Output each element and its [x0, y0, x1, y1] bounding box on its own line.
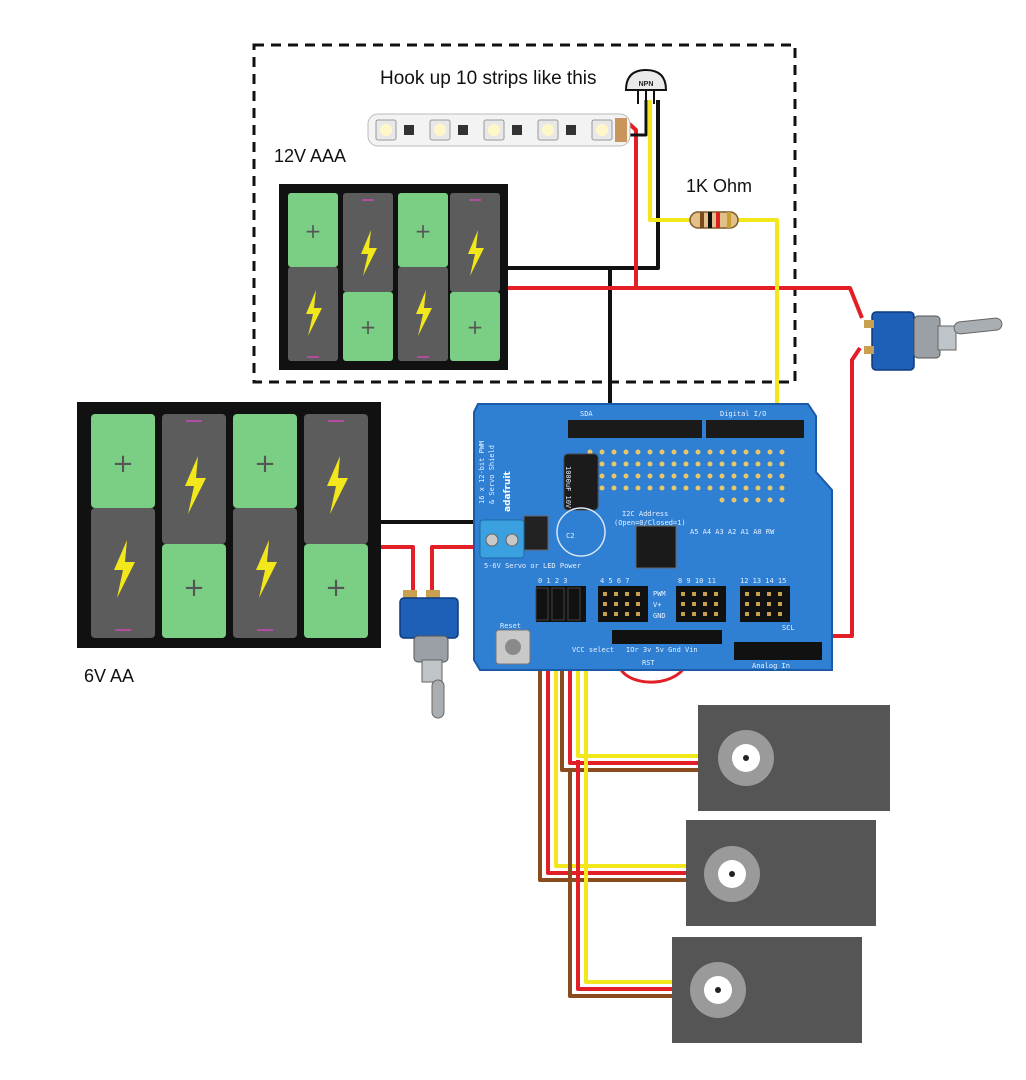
battery-cell: + [288, 193, 338, 361]
battery-cell: + [450, 193, 500, 361]
battery-cell: + [233, 414, 297, 638]
reset-label: Reset [500, 622, 521, 630]
regulator [523, 515, 549, 551]
channel-group-4-label: 12 13 14 15 [740, 577, 786, 585]
servo-power-label: 5-6V Servo or LED Power [484, 562, 581, 570]
board-title-line1: 16 x 12-bit PWM [478, 441, 486, 504]
pwm-label: PWM [653, 590, 666, 598]
servo-cable-2 [538, 620, 686, 882]
battery-6v-label: 6V AA [84, 666, 135, 686]
svg-text:+: + [360, 315, 377, 339]
npn-label: NPN [639, 81, 654, 88]
capacitor [556, 453, 606, 557]
strips-note-label: Hook up 10 strips like this [380, 68, 597, 89]
power-terminal [479, 519, 525, 559]
top-header [568, 420, 804, 438]
svg-text:+: + [254, 449, 276, 479]
channel-group-3-label: 8 9 10 11 [678, 577, 716, 585]
battery-pack-12v: + + + + [279, 184, 508, 370]
wire-yellow-resistor [738, 218, 779, 430]
address-pins-label: A5 A4 A3 A2 A1 A0 RW [690, 528, 775, 536]
dashed-group-box [252, 43, 797, 384]
reset-button[interactable] [495, 629, 531, 665]
led-chip [483, 119, 505, 141]
digital-io-label: Digital I/O [720, 410, 766, 418]
battery-cell: + [162, 414, 226, 638]
capacitor-label: 1000uF 10V [564, 466, 572, 509]
battery-pack-6v: + + + + [77, 402, 381, 648]
wire-red-strip [623, 118, 638, 288]
vplus-label: V+ [653, 601, 661, 609]
battery-cell: + [91, 414, 155, 638]
scl-label: SCL [782, 624, 795, 632]
servo-shield-board: 16 x 12-bit PWM & Servo Shield adafruit … [473, 403, 833, 671]
servo-motor-1 [698, 705, 890, 811]
channel-group-1-label: 0 1 2 3 [538, 577, 568, 585]
i2c-address-note: (Open=0/Closed=1) [614, 519, 686, 527]
power-header [612, 630, 722, 644]
vcc-select-label: VCC select [572, 646, 614, 654]
wire-12v-black [508, 100, 660, 270]
led-chip [537, 119, 559, 141]
servo-motor-2 [686, 820, 876, 926]
pwm-chip [635, 525, 677, 569]
battery-cell: + [398, 193, 448, 361]
i2c-address-label: I2C Address [622, 510, 668, 518]
led-strip [367, 113, 631, 147]
led-chip [591, 119, 613, 141]
power-pins-label: IOr 3v 5v Gnd Vin [626, 646, 698, 654]
svg-text:+: + [183, 573, 205, 603]
svg-text:+: + [467, 315, 484, 339]
rst-label: RST [642, 659, 655, 667]
analog-header [734, 642, 822, 660]
svg-text:+: + [112, 449, 134, 479]
wire-12v-red [508, 286, 864, 319]
header-pins [603, 592, 782, 616]
wire-6v-red-b [430, 545, 492, 592]
battery-cell: + [304, 414, 368, 638]
wire-6v-red-a [380, 545, 415, 592]
sda-label: SDA [580, 410, 593, 418]
led-chip [429, 119, 451, 141]
servo-motor-3 [672, 937, 862, 1043]
proto-grid [587, 449, 785, 503]
analog-in-label: Analog In [752, 662, 790, 670]
svg-text:+: + [325, 573, 347, 603]
battery-12v-label: 12V AAA [274, 146, 347, 166]
brand-logo-text: adafruit [503, 471, 513, 512]
led-chip [375, 119, 397, 141]
wire-strip-black [625, 100, 648, 137]
resistor [689, 211, 739, 229]
toggle-switch-right[interactable] [864, 311, 1003, 371]
wire-yellow-base [648, 100, 690, 222]
svg-text:+: + [415, 219, 432, 243]
battery-cell: + [343, 193, 393, 361]
c2-label: C2 [566, 532, 574, 540]
board-title-line2: & Servo Shield [488, 445, 496, 504]
servo-cable-3 [568, 620, 672, 998]
gnd-label: GND [653, 612, 666, 620]
svg-text:+: + [305, 219, 322, 243]
resistor-label: 1K Ohm [686, 176, 753, 196]
toggle-switch-left[interactable] [399, 590, 459, 719]
servo-plugs [535, 587, 581, 621]
npn-transistor: NPN [624, 68, 668, 104]
channel-group-2-label: 4 5 6 7 [600, 577, 630, 585]
